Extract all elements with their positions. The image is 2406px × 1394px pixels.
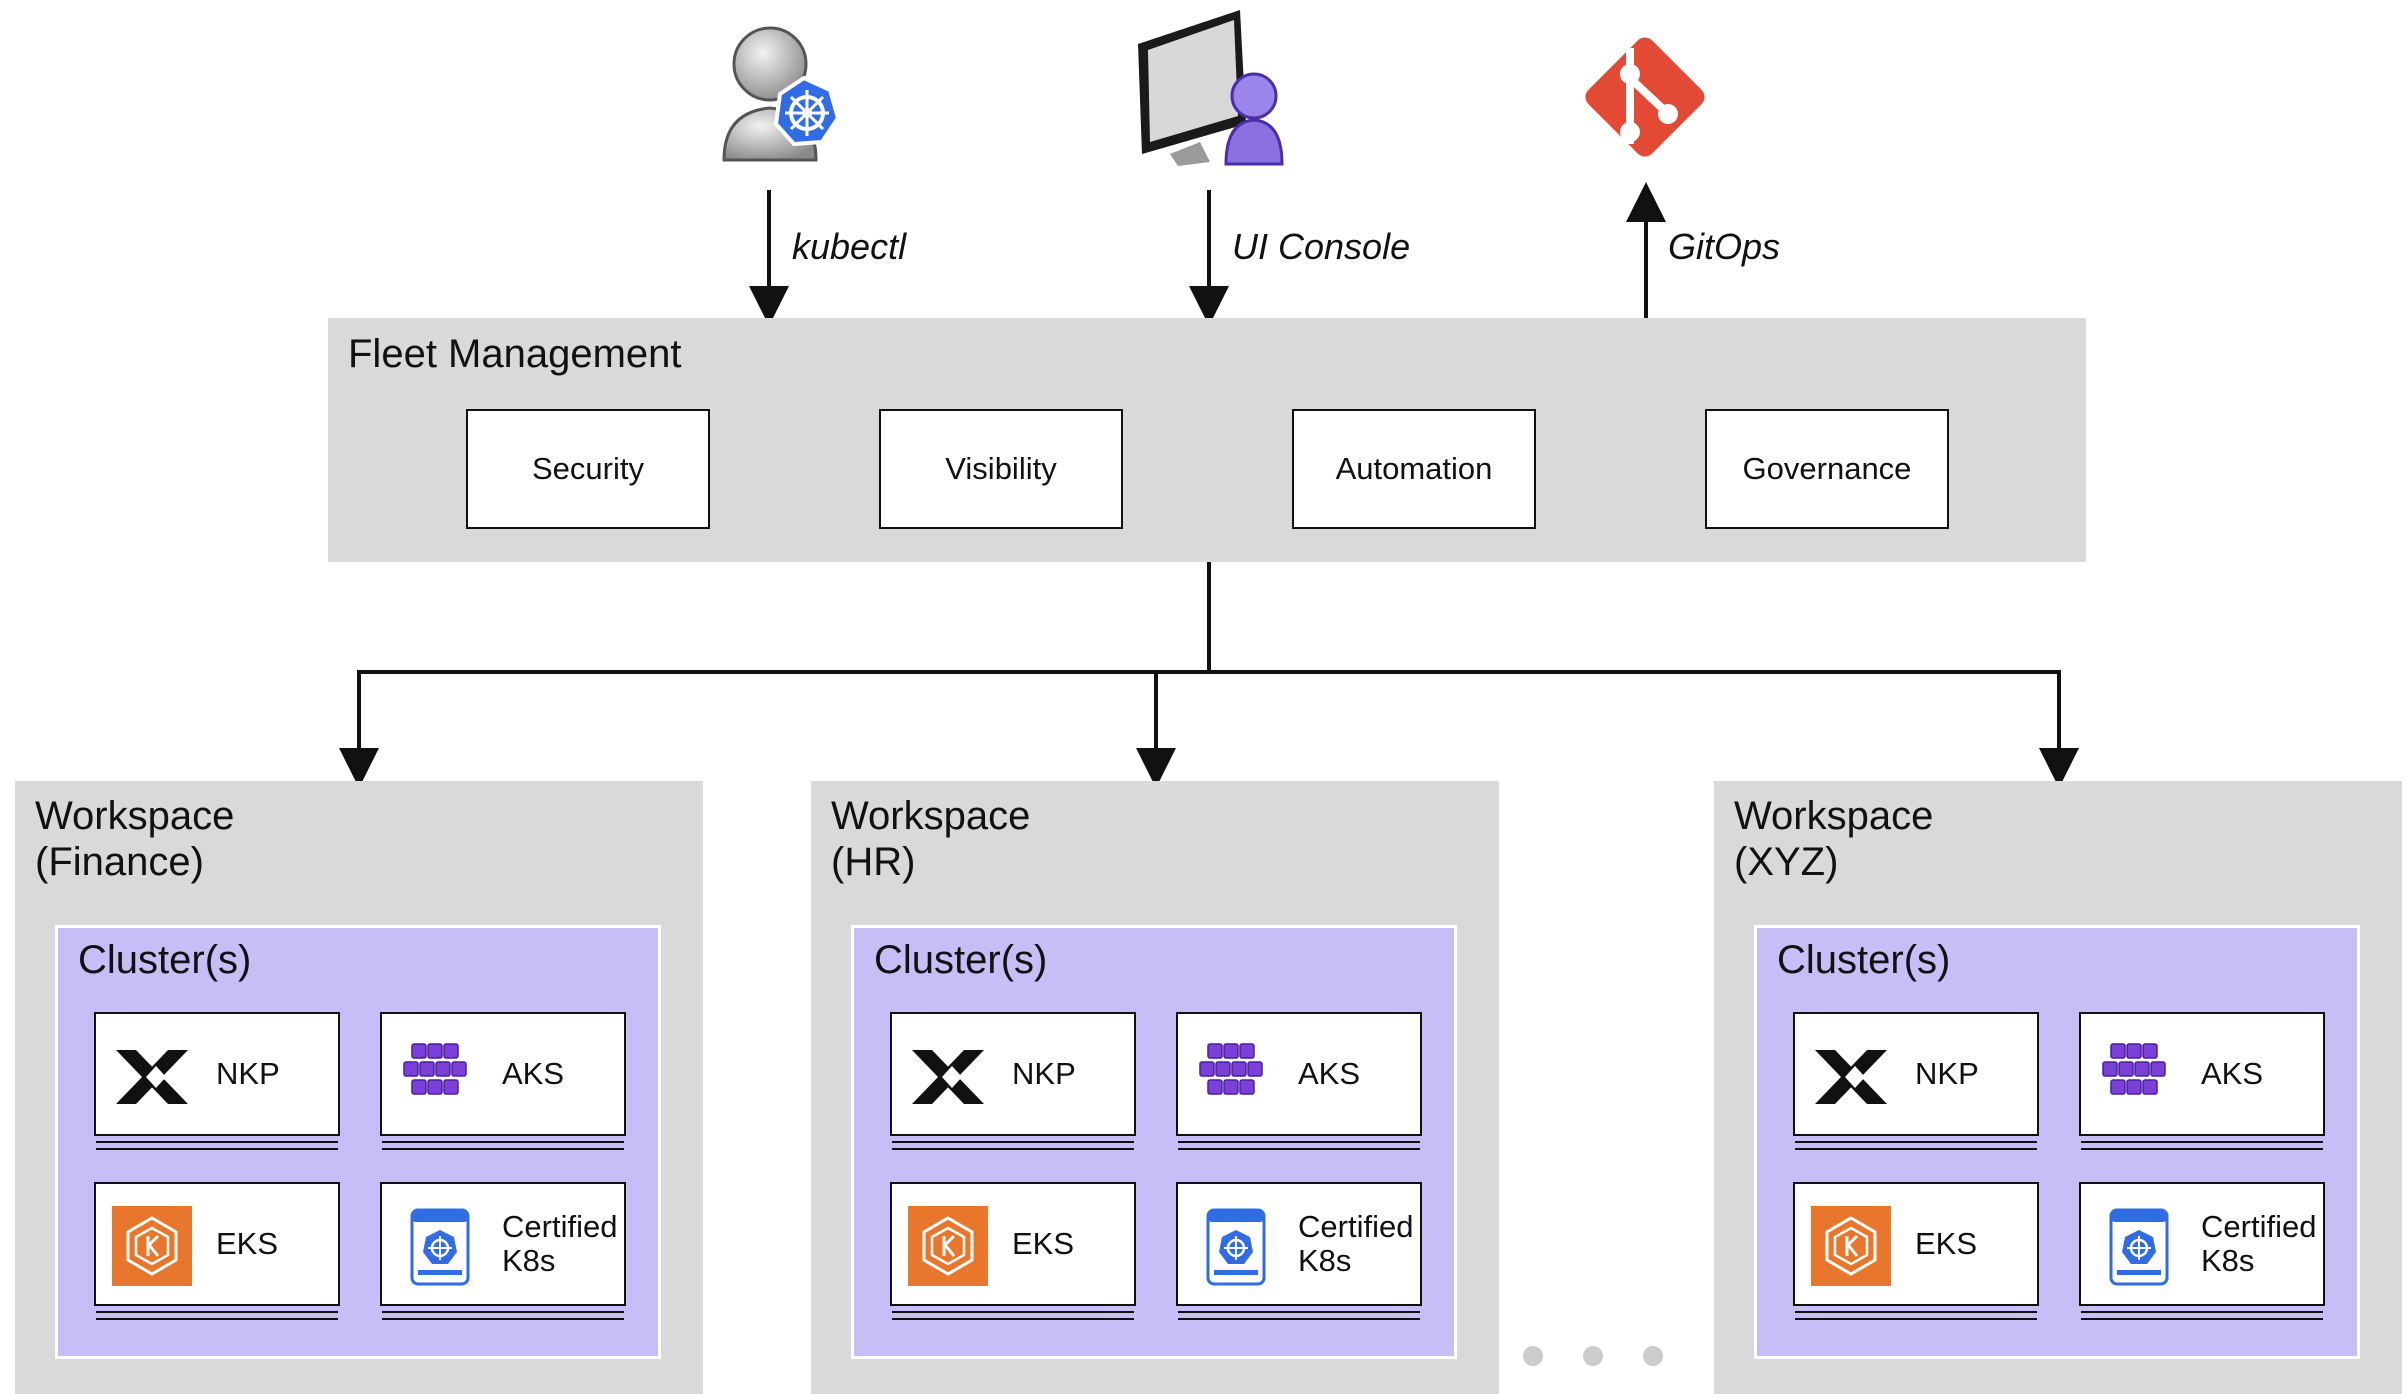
cluster-label: EKS xyxy=(1012,1226,1075,1261)
cluster-card-aks: AKS xyxy=(1176,1012,1422,1150)
card-shadow-lines xyxy=(96,1311,338,1320)
card-shadow-lines xyxy=(2081,1141,2323,1150)
cluster-label: NKP xyxy=(1915,1056,1979,1091)
cluster-label: Certified K8s xyxy=(1298,1184,1413,1304)
card-shadow-lines xyxy=(382,1311,624,1320)
card-shadow-lines xyxy=(2081,1311,2323,1320)
cluster-card-nkp: NKP xyxy=(94,1012,340,1150)
git-icon xyxy=(1585,37,1705,157)
cluster-card-nkp: NKP xyxy=(1793,1012,2039,1150)
cluster-card-certified-k8s: Certified K8s xyxy=(380,1182,626,1320)
cluster-label-line1: Certified xyxy=(502,1209,618,1244)
cluster-card-certified-k8s: Certified K8s xyxy=(2079,1182,2325,1320)
card-shadow-lines xyxy=(1795,1141,2037,1150)
workspace-title: Workspace (Finance) xyxy=(35,793,234,885)
fleet-management-panel: Fleet Management Security Visibility Aut… xyxy=(328,318,2086,562)
card-shadow-lines xyxy=(1178,1311,1420,1320)
governance-box: Governance xyxy=(1705,409,1949,529)
azure-aks-icon xyxy=(403,1043,467,1095)
cluster-label-line1: Certified xyxy=(2201,1209,2317,1244)
card-shadow-lines xyxy=(382,1141,624,1150)
cluster-label: AKS xyxy=(502,1056,565,1091)
workspace-title-line1: Workspace xyxy=(831,794,1031,838)
cluster-label-line2: K8s xyxy=(502,1243,556,1278)
nutanix-x-icon xyxy=(116,1050,188,1104)
azure-aks-icon xyxy=(1199,1043,1263,1095)
cluster-label: EKS xyxy=(1915,1226,1978,1261)
card-shadow-lines xyxy=(892,1311,1134,1320)
cluster-label: EKS xyxy=(216,1226,279,1261)
nutanix-x-icon xyxy=(912,1050,984,1104)
certified-kubernetes-icon xyxy=(1206,1208,1266,1286)
clusters-title: Cluster(s) xyxy=(874,938,1048,982)
workspace-title-line2: (Finance) xyxy=(35,840,204,884)
clusters-panel: Cluster(s) NKP AKS EKS xyxy=(55,925,661,1359)
monitor-user-icon xyxy=(1138,10,1284,166)
fleet-management-title: Fleet Management xyxy=(348,332,682,376)
clusters-panel: Cluster(s) NKP AKS EKS xyxy=(851,925,1457,1359)
cluster-card-aks: AKS xyxy=(2079,1012,2325,1150)
workspace-title-line1: Workspace xyxy=(35,794,235,838)
clusters-title: Cluster(s) xyxy=(78,938,252,982)
kubectl-label: kubectl xyxy=(792,226,907,267)
cluster-label: Certified K8s xyxy=(2201,1184,2316,1304)
workspace-title: Workspace (HR) xyxy=(831,793,1030,885)
ellipsis-dot xyxy=(1523,1346,1543,1366)
cluster-card-eks: EKS xyxy=(1793,1182,2039,1320)
workspace-title-line1: Workspace xyxy=(1734,794,1934,838)
workspace-title-line2: (XYZ) xyxy=(1734,840,1839,884)
workspace-finance: Workspace (Finance) Cluster(s) NKP AKS xyxy=(15,781,703,1394)
user-kubernetes-icon xyxy=(722,26,841,162)
aws-eks-icon xyxy=(1811,1206,1891,1286)
workspace-title: Workspace (XYZ) xyxy=(1734,793,1933,885)
cluster-label-line2: K8s xyxy=(2201,1243,2255,1278)
card-shadow-lines xyxy=(1795,1311,2037,1320)
cluster-label-line2: K8s xyxy=(1298,1243,1352,1278)
certified-kubernetes-icon xyxy=(2109,1208,2169,1286)
card-shadow-lines xyxy=(1178,1141,1420,1150)
azure-aks-icon xyxy=(2102,1043,2166,1095)
certified-kubernetes-icon xyxy=(410,1208,470,1286)
nutanix-x-icon xyxy=(1815,1050,1887,1104)
cluster-card-eks: EKS xyxy=(94,1182,340,1320)
automation-box: Automation xyxy=(1292,409,1536,529)
cluster-card-nkp: NKP xyxy=(890,1012,1136,1150)
workspace-hr: Workspace (HR) Cluster(s) NKP AKS xyxy=(811,781,1499,1394)
cluster-label: Certified K8s xyxy=(502,1184,617,1304)
workspace-xyz: Workspace (XYZ) Cluster(s) NKP AKS xyxy=(1714,781,2402,1394)
cluster-label: AKS xyxy=(2201,1056,2264,1091)
ui-console-label: UI Console xyxy=(1232,226,1411,267)
gitops-label: GitOps xyxy=(1668,226,1781,267)
cluster-card-certified-k8s: Certified K8s xyxy=(1176,1182,1422,1320)
aws-eks-icon xyxy=(112,1206,192,1286)
aws-eks-icon xyxy=(908,1206,988,1286)
cluster-card-aks: AKS xyxy=(380,1012,626,1150)
cluster-label: NKP xyxy=(216,1056,280,1091)
card-shadow-lines xyxy=(96,1141,338,1150)
card-shadow-lines xyxy=(892,1141,1134,1150)
cluster-label: NKP xyxy=(1012,1056,1076,1091)
cluster-label: AKS xyxy=(1298,1056,1361,1091)
workspace-title-line2: (HR) xyxy=(831,840,916,884)
visibility-box: Visibility xyxy=(879,409,1123,529)
clusters-panel: Cluster(s) NKP AKS EKS xyxy=(1754,925,2360,1359)
clusters-title: Cluster(s) xyxy=(1777,938,1951,982)
ellipsis-dot xyxy=(1643,1346,1663,1366)
security-box: Security xyxy=(466,409,710,529)
cluster-card-eks: EKS xyxy=(890,1182,1136,1320)
cluster-label-line1: Certified xyxy=(1298,1209,1414,1244)
ellipsis-dot xyxy=(1583,1346,1603,1366)
